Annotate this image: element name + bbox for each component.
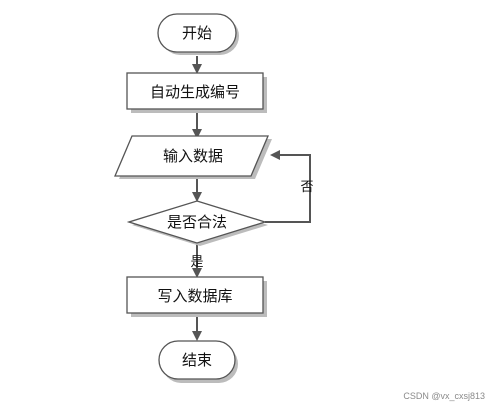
write-data-process-box <box>126 276 264 314</box>
edge-label-no: 否 <box>300 180 313 195</box>
auto-number-process-box <box>126 72 264 110</box>
write-data-label: 写入数据库 <box>157 287 232 305</box>
end-label: 结束 <box>182 351 212 369</box>
is-valid-label: 是否合法 <box>167 213 227 231</box>
node-auto-number: 自动生成编号 <box>126 72 267 113</box>
node-end: 结束 <box>158 340 238 383</box>
input-data-label: 输入数据 <box>163 147 223 165</box>
connectors <box>192 56 311 341</box>
edge-label-yes: 是 <box>190 255 203 270</box>
end-terminator-shape <box>158 340 236 380</box>
start-label: 开始 <box>182 24 212 42</box>
input-data-io-shape <box>114 135 269 177</box>
watermark-text: CSDN @vx_cxsj813 <box>403 391 485 401</box>
is-valid-decision-shape <box>126 200 268 244</box>
node-input-data: 输入数据 <box>114 135 272 179</box>
node-start: 开始 <box>157 13 239 55</box>
node-write-data: 写入数据库 <box>126 276 267 317</box>
auto-number-label: 自动生成编号 <box>150 83 240 101</box>
node-is-valid: 是否合法 <box>126 200 268 246</box>
start-terminator-shape <box>157 13 237 53</box>
edge-decision-no-loop <box>265 150 311 223</box>
